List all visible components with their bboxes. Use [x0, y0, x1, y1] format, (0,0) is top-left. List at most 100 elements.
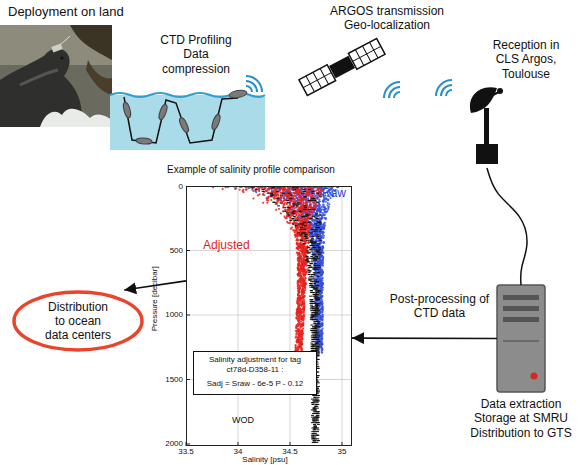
raw-point: [327, 208, 329, 210]
adjusted-point: [297, 293, 299, 295]
adjusted-point: [301, 338, 303, 340]
adjusted-point: [294, 195, 296, 197]
water: [110, 95, 265, 150]
raw-point: [321, 305, 323, 307]
adjusted-point: [304, 248, 306, 250]
adjusted-point: [292, 199, 294, 201]
raw-point: [317, 252, 319, 254]
satellite-body: [329, 56, 355, 79]
adjusted-point: [303, 280, 305, 282]
raw-point: [314, 242, 316, 244]
raw-point: [248, 187, 250, 189]
raw-point: [319, 206, 321, 208]
raw-point: [321, 338, 323, 340]
raw-point: [315, 324, 317, 326]
raw-point: [317, 309, 319, 311]
raw-point: [322, 245, 324, 247]
raw-point: [321, 352, 323, 354]
server-case: [497, 285, 545, 392]
adjusted-point: [299, 275, 301, 277]
adjusted-point: [305, 283, 307, 285]
tag-antenna: [60, 36, 70, 45]
kelp: [70, 25, 112, 60]
seal-photo: [0, 25, 112, 127]
raw-point: [309, 203, 311, 205]
raw-point: [322, 232, 324, 234]
raw-point: [322, 265, 324, 267]
raw-point: [318, 282, 320, 284]
raw-point: [317, 197, 319, 199]
raw-point: [318, 204, 320, 206]
raw-point: [276, 191, 278, 193]
raw-point: [321, 217, 323, 219]
raw-point: [324, 206, 326, 208]
server-slot: [503, 295, 539, 300]
adjusted-point: [311, 195, 313, 197]
adjusted-point: [262, 202, 264, 204]
raw-point: [320, 303, 322, 305]
adjusted-point: [255, 188, 257, 190]
raw-point: [316, 291, 318, 293]
kelp: [86, 60, 112, 95]
raw-point: [312, 214, 314, 216]
adjusted-point: [289, 220, 291, 222]
adjusted-point: [296, 214, 298, 216]
raw-point: [321, 206, 323, 208]
raw-point: [315, 310, 317, 312]
adjusted-point: [282, 190, 284, 192]
raw-point: [319, 248, 321, 250]
raw-point: [321, 312, 323, 314]
raw-point: [326, 210, 328, 212]
raw-point: [321, 270, 323, 272]
adjusted-point: [287, 206, 289, 208]
adjusted-point: [304, 274, 306, 276]
raw-point: [319, 204, 321, 206]
adjusted-point: [255, 188, 257, 190]
adjusted-point: [277, 194, 279, 196]
raw-point: [316, 219, 318, 221]
raw-point: [317, 243, 319, 245]
raw-point: [319, 248, 321, 250]
chart-grid: [186, 186, 352, 446]
panel-grid: [299, 38, 385, 95]
raw-point: [325, 200, 327, 202]
raw-point: [312, 234, 314, 236]
raw-point: [316, 201, 318, 203]
raw-point: [324, 211, 326, 213]
adjusted-point: [308, 212, 310, 214]
raw-point: [314, 270, 316, 272]
adjusted-point: [296, 312, 298, 314]
raw-point: [320, 274, 322, 276]
raw-point: [312, 224, 314, 226]
adjusted-point: [310, 211, 312, 213]
raw-point: [316, 291, 318, 293]
raw-point: [321, 236, 323, 238]
raw-point: [319, 210, 321, 212]
adjusted-point: [280, 212, 282, 214]
adjusted-point: [299, 297, 301, 299]
adjusted-point: [277, 192, 279, 194]
raw-point: [322, 314, 324, 316]
adjusted-point: [298, 279, 300, 281]
dish-feed: [481, 92, 499, 101]
raw-point: [322, 252, 324, 254]
adjusted-point: [311, 192, 313, 194]
raw-point: [326, 204, 328, 206]
adjusted-point: [297, 274, 299, 276]
adjusted-point: [299, 287, 301, 289]
adjusted-point: [307, 227, 309, 229]
adjusted-point: [295, 223, 297, 225]
raw-point: [321, 327, 323, 329]
raw-point: [320, 274, 322, 276]
raw-point: [321, 231, 323, 233]
raw-point: [316, 339, 318, 341]
adjusted-point: [307, 230, 309, 232]
raw-point: [325, 218, 327, 220]
raw-point: [318, 279, 320, 281]
adjusted-point: [302, 288, 304, 290]
server-symbol: [497, 285, 545, 392]
adjusted-point: [295, 214, 297, 216]
adjusted-point: [319, 194, 321, 196]
adjusted-point: [300, 333, 302, 335]
